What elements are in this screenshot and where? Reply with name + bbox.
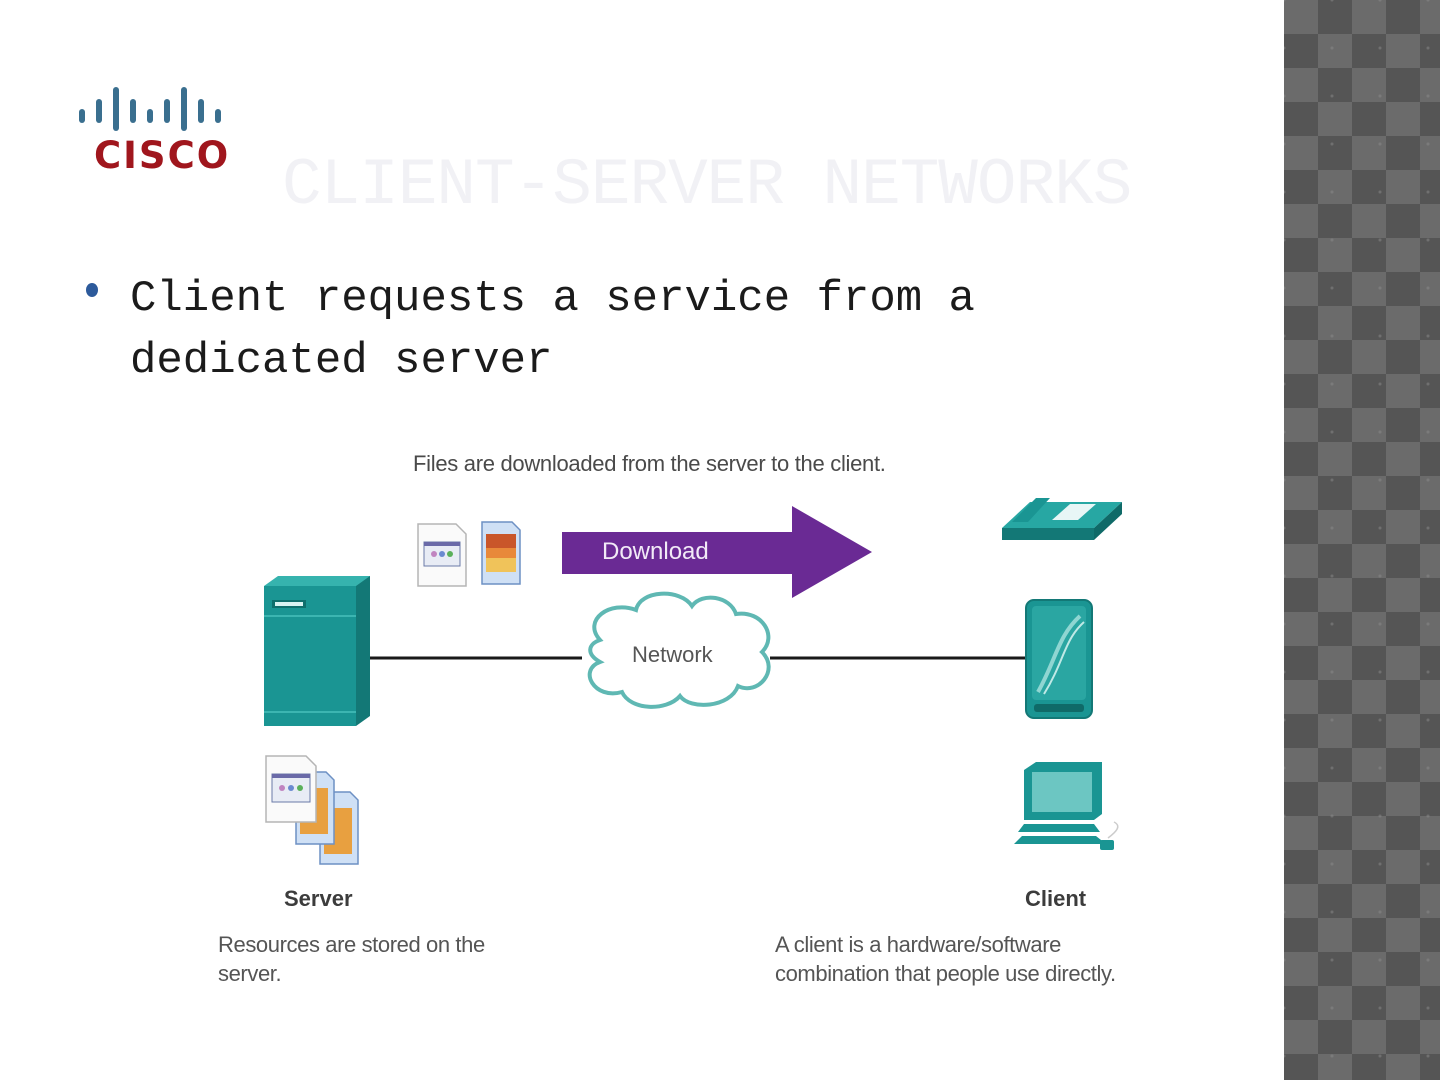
client-label: Client (1025, 886, 1087, 911)
document-icon (417, 523, 467, 587)
server-tower-icon (264, 576, 370, 726)
desktop-computer-icon (1014, 762, 1119, 850)
slide-title: CLIENT-SERVER NETWORKS (282, 148, 1132, 223)
cisco-wordmark: CISCO (94, 134, 231, 177)
cisco-bars-icon (79, 87, 221, 131)
image-file-icon (481, 521, 521, 585)
server-label: Server (284, 886, 353, 911)
decorative-sidebar (1284, 0, 1440, 1080)
cisco-logo: CISCO (78, 84, 253, 179)
client-description: A client is a hardware/software combinat… (775, 932, 1116, 986)
stacked-files-icon (265, 755, 359, 865)
server-description: Resources are stored on the server. (218, 932, 485, 986)
diagram-caption: Files are downloaded from the server to … (413, 451, 886, 476)
desk-phone-icon (1002, 498, 1122, 540)
diagram-graphics (264, 498, 1122, 865)
download-arrow-icon (562, 506, 872, 598)
sidebar-pattern (1284, 0, 1440, 1080)
bullet-item: Client requests a service from a dedicat… (130, 274, 975, 386)
network-label: Network (632, 642, 713, 667)
pda-icon (1025, 599, 1093, 719)
bullet-icon (86, 283, 98, 297)
cloud-icon (587, 591, 771, 709)
client-server-diagram: Files are downloaded from the server to … (190, 440, 1190, 1010)
download-label: Download (602, 538, 709, 565)
